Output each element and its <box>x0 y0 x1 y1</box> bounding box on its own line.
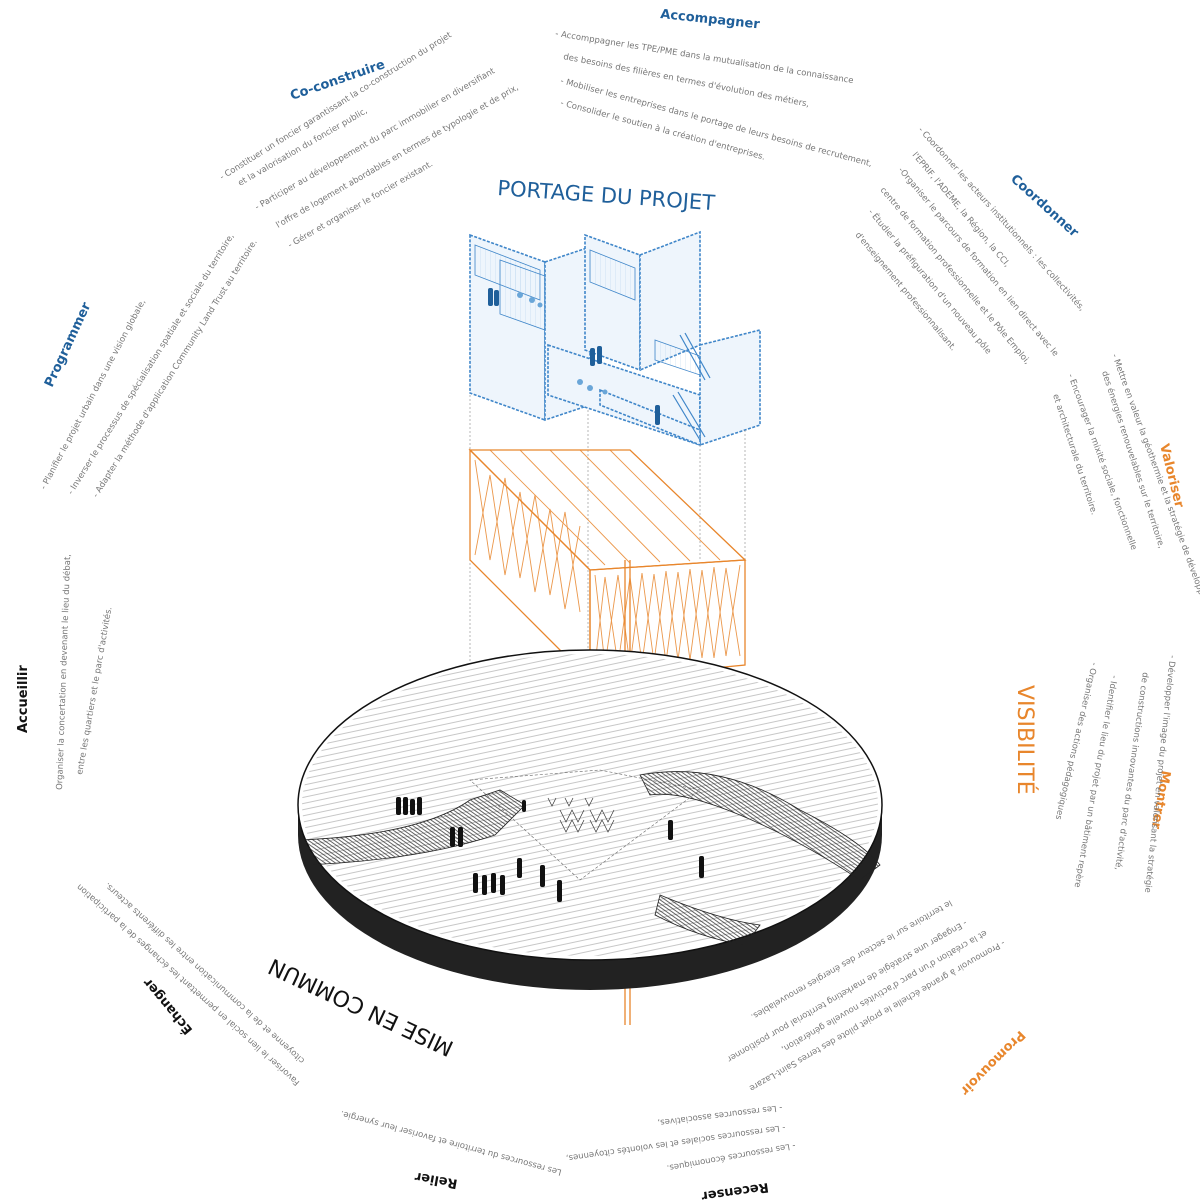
section-programmer: Programmer - Planifier le projet urbain … <box>39 231 260 499</box>
accompagner-line-2: des besoins des filières en termes d'évo… <box>562 51 810 110</box>
valoriser-line-1: - Mettre en valeur la géothermie et la s… <box>1109 352 1200 623</box>
portage-du-projet-title: PORTAGE DU PROJET <box>497 176 716 215</box>
accueillir-heading: Accueillir <box>16 665 31 733</box>
recenser-line-1: - Les ressources associatives, <box>657 1102 783 1127</box>
section-coconstruire: Co-construire - Constituer un foncier ga… <box>218 30 520 251</box>
programmer-line-3: - Adapter la méthode d'application Commu… <box>90 237 260 499</box>
section-accompagner: Accompagner - Accomppagner les TPE/PME d… <box>555 7 874 169</box>
section-relier: Relier Les ressources du territoire et f… <box>340 1108 563 1191</box>
section-coordonner: Coordonner - Coordonner les acteurs inst… <box>853 125 1088 367</box>
relier-heading: Relier <box>413 1168 458 1190</box>
valoriser-line-4: et architecturale du territoire. <box>1050 393 1099 516</box>
promouvoir-line-1: - Promouvoir à grande échelle le projet … <box>747 937 1007 1093</box>
mise-en-commun-title: MISE EN COMMUN <box>265 953 458 1061</box>
visibilite-title: VISIBILITÉ <box>1012 685 1038 795</box>
coordonner-line-4: centre de formation professionnelle et l… <box>878 185 1033 367</box>
promouvoir-heading: Promouvoir <box>957 1027 1028 1098</box>
accompagner-line-1: - Accomppagner les TPE/PME dans la mutua… <box>555 29 855 86</box>
section-accueillir: Accueillir Organiser la concertation en … <box>16 554 115 790</box>
ground-disc-illustration <box>297 649 883 990</box>
coconstruire-line-4: l'offre de logement abordables en termes… <box>275 83 521 231</box>
echanger-line-1: Favoriser le lien social en permettant l… <box>74 881 302 1087</box>
accompagner-heading: Accompagner <box>660 7 761 32</box>
accueillir-line-2: entre les quartiers et le parc d'activit… <box>74 606 114 776</box>
section-montrer: Montrer - Développer l'image du projet e… <box>1053 655 1178 894</box>
blue-building-illustration <box>469 230 761 447</box>
programmer-line-2: - Inverser le processus de spécialisatio… <box>65 231 236 496</box>
section-echanger: Échanger Favoriser le lien social en per… <box>74 880 307 1088</box>
section-recenser: Recenser - Les ressources associatives, … <box>565 1102 796 1203</box>
recenser-heading: Recenser <box>700 1179 770 1203</box>
montrer-line-2: de constructions innovantes du parc d'ac… <box>1112 672 1151 871</box>
relier-line-1: Les ressources du territoire et favorise… <box>340 1108 563 1177</box>
section-valoriser: Valoriser - Mettre en valeur la géotherm… <box>1050 352 1200 623</box>
accueillir-line-1: Organiser la concertation en devenant le… <box>54 554 73 790</box>
programmer-heading: Programmer <box>42 300 95 390</box>
